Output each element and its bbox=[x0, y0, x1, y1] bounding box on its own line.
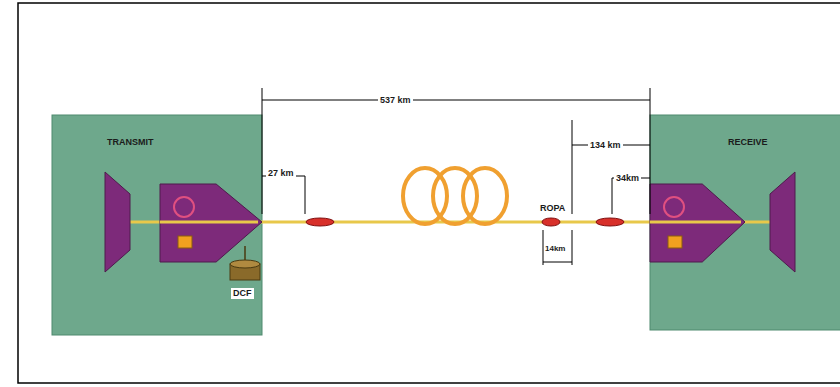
fiber bbox=[130, 221, 262, 224]
fiber-section bbox=[306, 218, 334, 226]
dimension-line bbox=[543, 262, 572, 263]
fiber-coil bbox=[463, 168, 507, 224]
station-title: TRANSMIT bbox=[107, 137, 154, 147]
fiber bbox=[650, 221, 770, 224]
erbium-coil bbox=[664, 197, 684, 217]
fiber-section bbox=[596, 218, 624, 226]
dcf-module bbox=[230, 260, 260, 268]
dimension-line bbox=[612, 178, 613, 214]
erbium-coil bbox=[174, 197, 194, 217]
dcf-module bbox=[230, 264, 260, 280]
dimension-label: 34km bbox=[614, 173, 641, 184]
fiber bbox=[650, 221, 741, 224]
fiber-coil bbox=[433, 168, 477, 224]
station-box: RECEIVE bbox=[650, 115, 840, 330]
amplifier-symbol bbox=[160, 184, 262, 262]
dimension-line bbox=[305, 176, 306, 214]
dimension-label: 14km bbox=[545, 243, 565, 254]
dimension-line bbox=[262, 88, 263, 214]
ropa-element bbox=[542, 218, 560, 226]
fiber-coil bbox=[403, 168, 447, 224]
frame bbox=[18, 3, 840, 383]
dimension-label: ROPA bbox=[538, 203, 567, 214]
amplifier-symbol bbox=[650, 184, 745, 262]
dimension-line bbox=[650, 88, 651, 214]
fiber bbox=[160, 221, 258, 224]
dimension-label: 27 km bbox=[266, 168, 296, 179]
pump-laser bbox=[178, 236, 192, 248]
pump-laser bbox=[668, 236, 682, 248]
dimension-line bbox=[543, 230, 544, 265]
fiber-span bbox=[262, 221, 650, 224]
station-ground bbox=[650, 115, 840, 330]
mux-symbol bbox=[105, 172, 130, 272]
station-box: TRANSMIT bbox=[52, 115, 262, 335]
demux-symbol bbox=[770, 172, 795, 272]
station-ground bbox=[52, 115, 262, 335]
dimension-label: DCF bbox=[231, 288, 254, 299]
dimension-line bbox=[572, 230, 573, 265]
dcf-link bbox=[244, 246, 246, 260]
dimension-line bbox=[572, 120, 573, 214]
dimension-line bbox=[262, 100, 650, 101]
station-title: RECEIVE bbox=[728, 137, 768, 147]
dimension-label: 537 km bbox=[378, 95, 413, 106]
dimension-label: 134 km bbox=[588, 140, 623, 151]
